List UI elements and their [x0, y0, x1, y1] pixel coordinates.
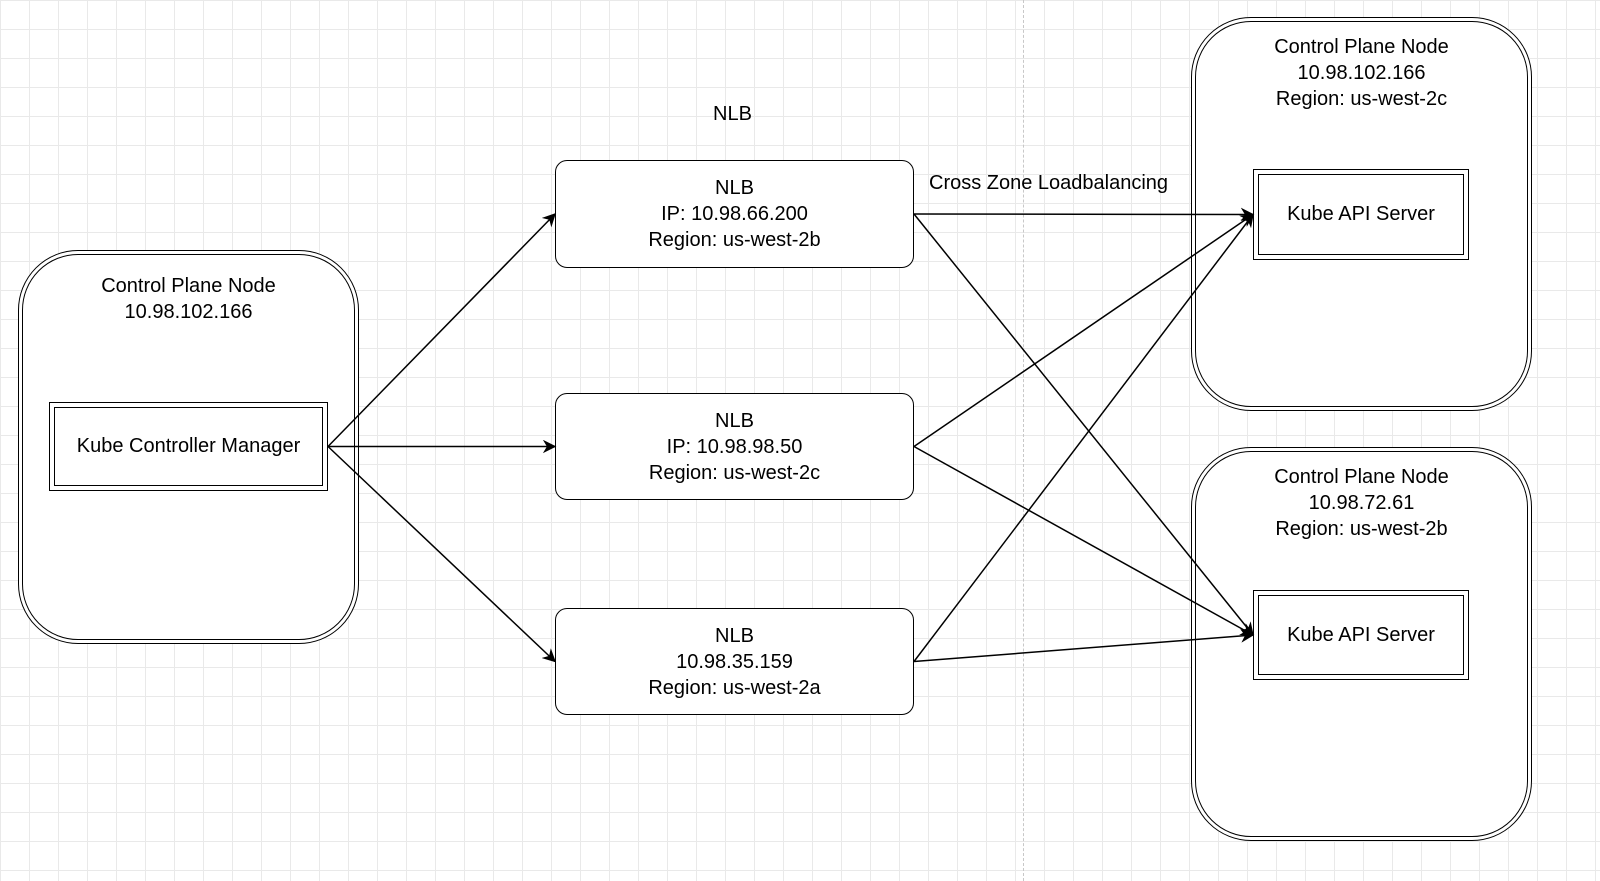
arrow-nlb-0-to-api-server-0 [913, 207, 1255, 222]
api-server-label: Kube API Server [1287, 623, 1435, 646]
arrow-nlb-1-to-api-server-1 [913, 445, 1255, 636]
api-server-0[interactable]: Kube API Server [1253, 169, 1469, 260]
kube-controller-manager[interactable]: Kube Controller Manager [49, 402, 328, 491]
api-server-label: Kube API Server [1287, 203, 1435, 225]
api-server-1[interactable]: Kube API Server [1253, 590, 1469, 680]
nlb-region: Region: us-west-2a [648, 676, 821, 699]
nlb-ip: 10.98.35.159 [676, 650, 793, 673]
api-node-ip: 10.98.72.61 [1308, 492, 1415, 514]
controller-node-header: Control Plane Node 10.98.102.166 [19, 273, 358, 325]
api-node-title: Control Plane Node [1274, 36, 1449, 58]
controller-node-title: Control Plane Node [101, 275, 276, 297]
arrow-nlb-1-to-api-server-0 [913, 213, 1255, 448]
api-node-title: Control Plane Node [1274, 466, 1449, 488]
nlb-1[interactable]: NLB IP: 10.98.98.50 Region: us-west-2c [555, 393, 914, 500]
nlb-region: Region: us-west-2b [648, 229, 821, 251]
nlb-title: NLB [715, 177, 754, 199]
nlb-title: NLB [715, 409, 754, 432]
arrow-kube-controller-manager-to-nlb-2 [327, 445, 556, 663]
controller-node-ip: 10.98.102.166 [124, 301, 253, 323]
nlb-region: Region: us-west-2c [648, 461, 821, 484]
arrow-nlb-2-to-api-server-1 [913, 629, 1255, 663]
arrow-nlb-2-to-api-server-0 [913, 213, 1254, 662]
nlb-ip: IP: 10.98.66.200 [661, 203, 808, 225]
api-node-header: Control Plane Node 10.98.102.166 Region:… [1192, 34, 1531, 112]
nlb-title: NLB [715, 624, 754, 647]
api-node-ip: 10.98.102.166 [1297, 62, 1426, 84]
nlb-ip: IP: 10.98.98.50 [666, 435, 803, 458]
api-node-header: Control Plane Node 10.98.72.61 Region: u… [1192, 464, 1531, 542]
arrow-nlb-0-to-api-server-1 [913, 213, 1254, 637]
api-node-region: Region: us-west-2b [1275, 518, 1448, 540]
nlb-0[interactable]: NLB IP: 10.98.66.200 Region: us-west-2b [555, 160, 914, 268]
zone-divider [1023, 0, 1024, 881]
nlb-group-label: NLB [713, 103, 752, 125]
cross-zone-label: Cross Zone Loadbalancing [929, 172, 1169, 194]
nlb-2[interactable]: NLB 10.98.35.159 Region: us-west-2a [555, 608, 914, 715]
kube-controller-manager-label: Kube Controller Manager [76, 435, 301, 457]
api-node-region: Region: us-west-2c [1275, 88, 1448, 110]
arrow-kube-controller-manager-to-nlb-0 [327, 213, 556, 448]
